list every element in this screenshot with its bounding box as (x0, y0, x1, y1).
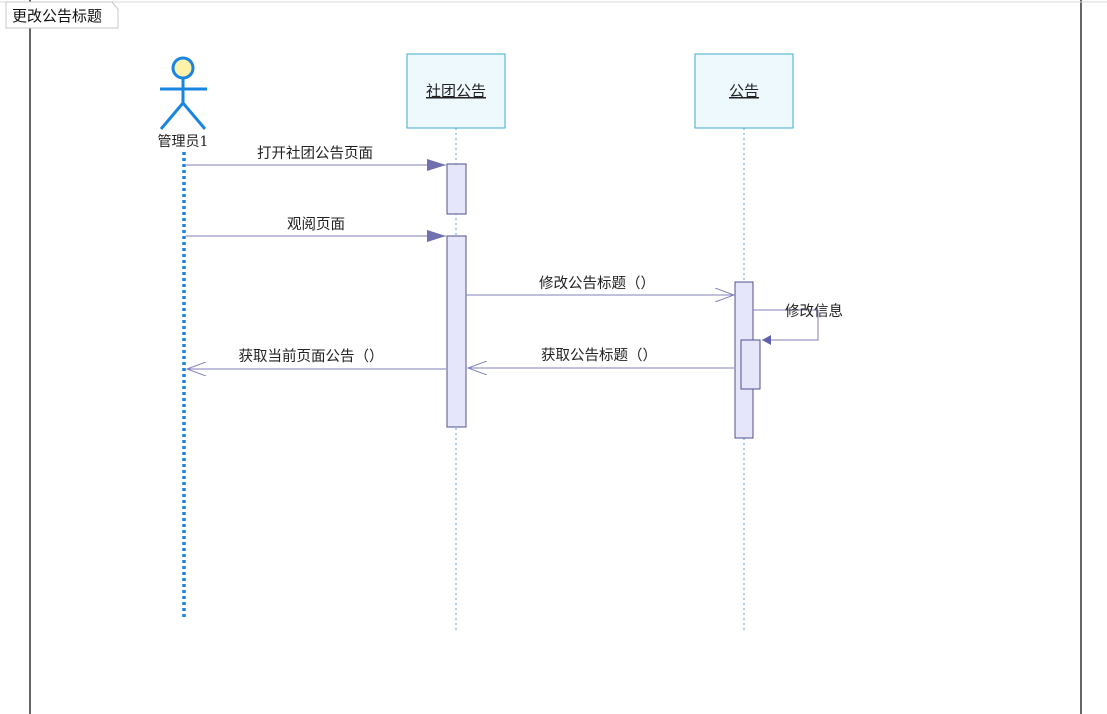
object-club-notice-label: 社团公告 (426, 82, 486, 100)
object-club-notice: 社团公告 (406, 53, 506, 630)
message-get-title: 获取公告标题（） (468, 347, 734, 368)
actor-admin: 管理员1 (158, 56, 209, 618)
message-view-page-label: 观阅页面 (287, 216, 345, 233)
message-view-page: 观阅页面 (186, 216, 446, 242)
object-notice-box (694, 53, 794, 129)
message-open-page-label: 打开社团公告页面 (257, 145, 373, 162)
stick-figure-icon (159, 56, 207, 130)
activation-club-notice-2 (446, 235, 467, 428)
message-get-current: 获取当前页面公告（） (187, 348, 446, 369)
message-modify-info-label: 修改信息 (785, 303, 843, 320)
actor-name: 管理员1 (158, 134, 209, 150)
object-notice-label: 公告 (729, 82, 759, 100)
message-get-current-label: 获取当前页面公告（） (239, 348, 384, 365)
message-modify-info-arrow (753, 309, 819, 345)
frame-tab (5, 1, 119, 29)
message-modify-title-label: 修改公告标题（） (539, 275, 655, 292)
frame-title: 更改公告标题 (12, 7, 102, 25)
activation-club-notice-1 (446, 163, 467, 215)
message-modify-title: 修改公告标题（） (466, 275, 734, 295)
message-open-page: 打开社团公告页面 (186, 145, 446, 171)
message-modify-info: 修改信息 (753, 303, 843, 345)
message-get-title-label: 获取公告标题（） (541, 347, 657, 364)
activation-notice-2 (740, 339, 761, 390)
